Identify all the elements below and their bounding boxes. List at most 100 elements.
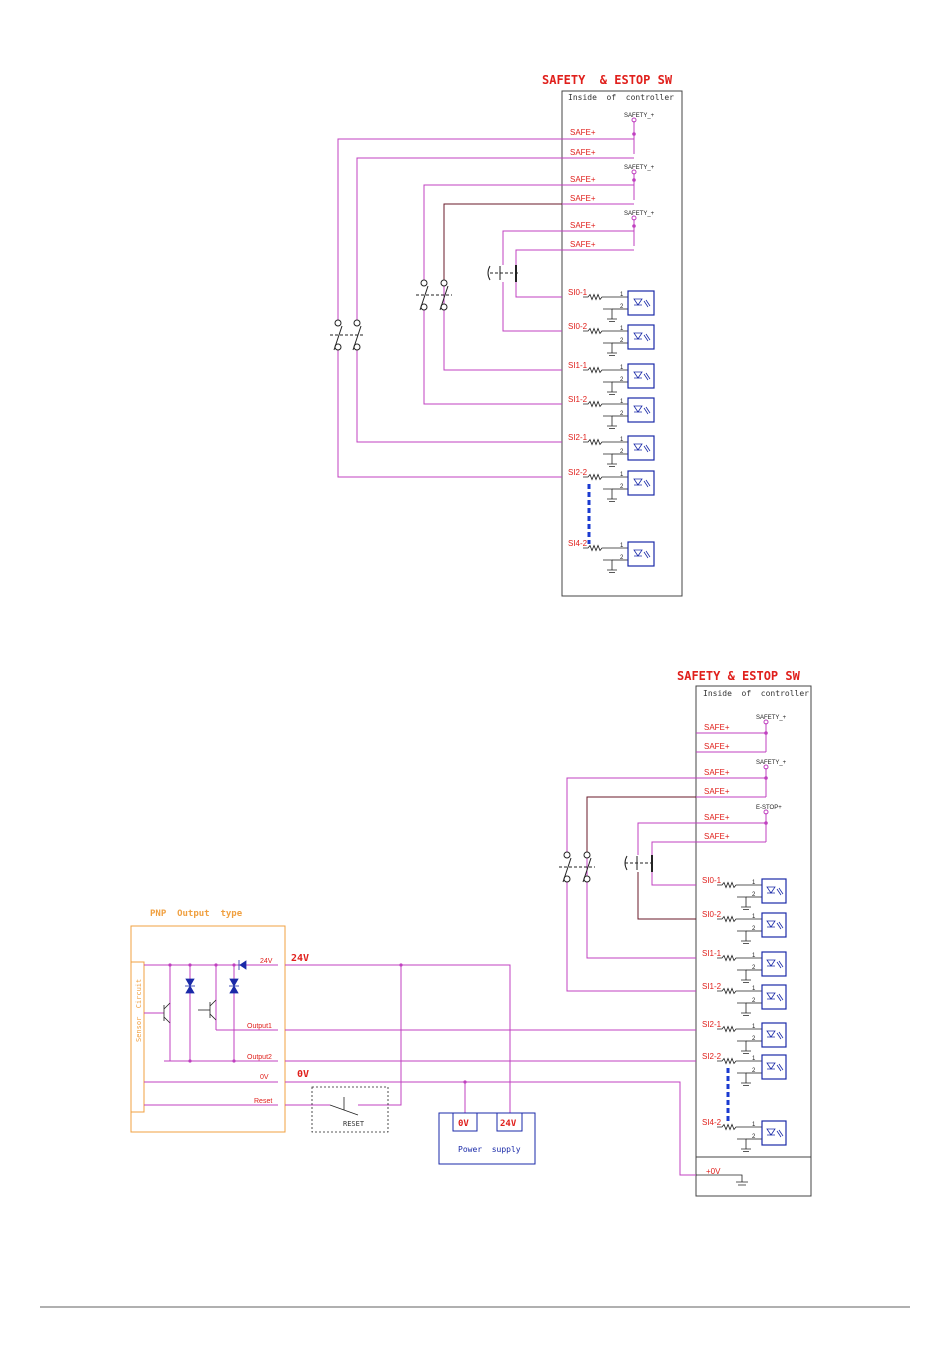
sensor-pin-output1: Output1 [247, 1023, 272, 1030]
pin-number-2: 2 [620, 484, 624, 490]
safe-label-4: SAFE+ [570, 194, 596, 203]
wire-24v-label: 24V [291, 953, 309, 964]
diagram1-title: SAFETY & ESTOP SW [542, 73, 673, 87]
diagram2-title: SAFETY & ESTOP SW [677, 669, 801, 683]
pin-number-1: 1 [620, 365, 624, 371]
pin-number-1: 1 [620, 399, 624, 405]
pin-number-1: 1 [752, 1122, 756, 1128]
input-label-si1-2: SI1-2 [568, 395, 588, 404]
input-label-si0-2: SI0-2 [702, 910, 722, 919]
pin-number-2: 2 [620, 411, 624, 417]
safe-label-6: SAFE+ [570, 240, 596, 249]
power-supply-0v-terminal [452, 1112, 478, 1132]
sensor-circuit-box [130, 961, 145, 1113]
input-label-si1-1: SI1-1 [568, 361, 588, 370]
safe-label-1: SAFE+ [704, 723, 730, 732]
power-supply-24v-label: 24V [500, 1119, 517, 1129]
input-label-si2-2: SI2-2 [568, 468, 588, 477]
pin-number-1: 1 [752, 914, 756, 920]
controller-box-label: Inside of controller [703, 689, 809, 698]
pin-number-2: 2 [752, 1134, 756, 1140]
pin-number-2: 2 [752, 926, 756, 932]
diagram-2: SAFETY & ESTOP SW Inside of controller S… [130, 669, 812, 1197]
sensor-pin-output2: Output2 [247, 1054, 272, 1061]
reset-switch-label: RESET [343, 1120, 365, 1128]
diode-icon [238, 960, 247, 970]
safe-label-6: SAFE+ [704, 832, 730, 841]
input-channels [583, 290, 655, 573]
supply-label-2: SAFETY_+ [624, 165, 655, 171]
estop-label: E-STOP+ [756, 805, 782, 811]
input-label-si4-2: SI4-2 [702, 1118, 722, 1127]
pin-number-2: 2 [752, 1036, 756, 1042]
sensor-pin-reset: Reset [254, 1098, 272, 1105]
pin-number-1: 1 [752, 1056, 756, 1062]
input-channels [717, 878, 787, 1152]
safe-label-3: SAFE+ [704, 768, 730, 777]
safe-label-5: SAFE+ [704, 813, 730, 822]
pin-number-1: 1 [752, 986, 756, 992]
power-supply-0v-label: 0V [458, 1119, 469, 1129]
pin-number-2: 2 [620, 555, 624, 561]
safe-label-1: SAFE+ [570, 128, 596, 137]
input-label-si2-1: SI2-1 [568, 433, 588, 442]
pin-number-2: 2 [620, 449, 624, 455]
input-label-si1-1: SI1-1 [702, 949, 722, 958]
zero-v-terminal-label: +0V [706, 1167, 721, 1176]
transistor-icon [163, 1002, 171, 1024]
zener-diode-icon [185, 978, 195, 994]
pin-number-1: 1 [752, 1024, 756, 1030]
safe-label-5: SAFE+ [570, 221, 596, 230]
estop-pushbutton [624, 855, 655, 872]
pin-number-1: 1 [620, 326, 624, 332]
transistor-icon [198, 999, 217, 1021]
pin-number-2: 2 [620, 377, 624, 383]
supply-label-3: SAFETY_+ [624, 211, 655, 217]
sensor-circuit-label: Sensor Circuit [135, 979, 143, 1042]
contact-switch [330, 319, 365, 351]
zener-diode-icon [229, 978, 239, 994]
pin-number-2: 2 [620, 304, 624, 310]
safe-label-4: SAFE+ [704, 787, 730, 796]
input-label-si1-2: SI1-2 [702, 982, 722, 991]
sensor-pin-0v: 0V [260, 1074, 269, 1081]
pin-number-2: 2 [620, 338, 624, 344]
pin-number-2: 2 [752, 1068, 756, 1074]
pin-number-2: 2 [752, 998, 756, 1004]
contact-switch [559, 851, 595, 883]
sensor-pin-24v: 24V [260, 958, 273, 965]
supply-label-1: SAFETY_+ [756, 715, 787, 721]
power-supply-box [438, 1112, 536, 1165]
contact-switch [416, 279, 452, 311]
supply-label-2: SAFETY_+ [756, 760, 787, 766]
reset-switch-box [311, 1086, 389, 1133]
pin-number-1: 1 [620, 437, 624, 443]
controller-box-label: Inside of controller [568, 93, 674, 102]
diagram-1: SAFETY & ESTOP SW Inside of controller S… [330, 73, 683, 597]
estop-pushbutton [487, 265, 518, 282]
power-supply-24v-terminal [496, 1112, 523, 1132]
wire-0v-label: 0V [297, 1069, 309, 1080]
input-label-si4-2: SI4-2 [568, 539, 588, 548]
safe-label-3: SAFE+ [570, 175, 596, 184]
supply-label-1: SAFETY_+ [624, 113, 655, 119]
input-label-si2-2: SI2-2 [702, 1052, 722, 1061]
reset-switch-icon [329, 1097, 359, 1116]
pin-number-1: 1 [620, 543, 624, 549]
input-label-si0-1: SI0-1 [702, 876, 722, 885]
pin-number-1: 1 [752, 880, 756, 886]
input-label-si0-2: SI0-2 [568, 322, 588, 331]
controller-box [561, 90, 683, 597]
pin-number-1: 1 [752, 953, 756, 959]
pin-number-2: 2 [752, 965, 756, 971]
pin-number-1: 1 [620, 292, 624, 298]
controller-box [695, 685, 812, 1197]
input-label-si2-1: SI2-1 [702, 1020, 722, 1029]
safe-label-2: SAFE+ [570, 148, 596, 157]
safe-label-2: SAFE+ [704, 742, 730, 751]
pin-number-2: 2 [752, 892, 756, 898]
power-supply-label: Power supply [458, 1145, 521, 1154]
sensor-title: PNP Output type [150, 909, 243, 919]
